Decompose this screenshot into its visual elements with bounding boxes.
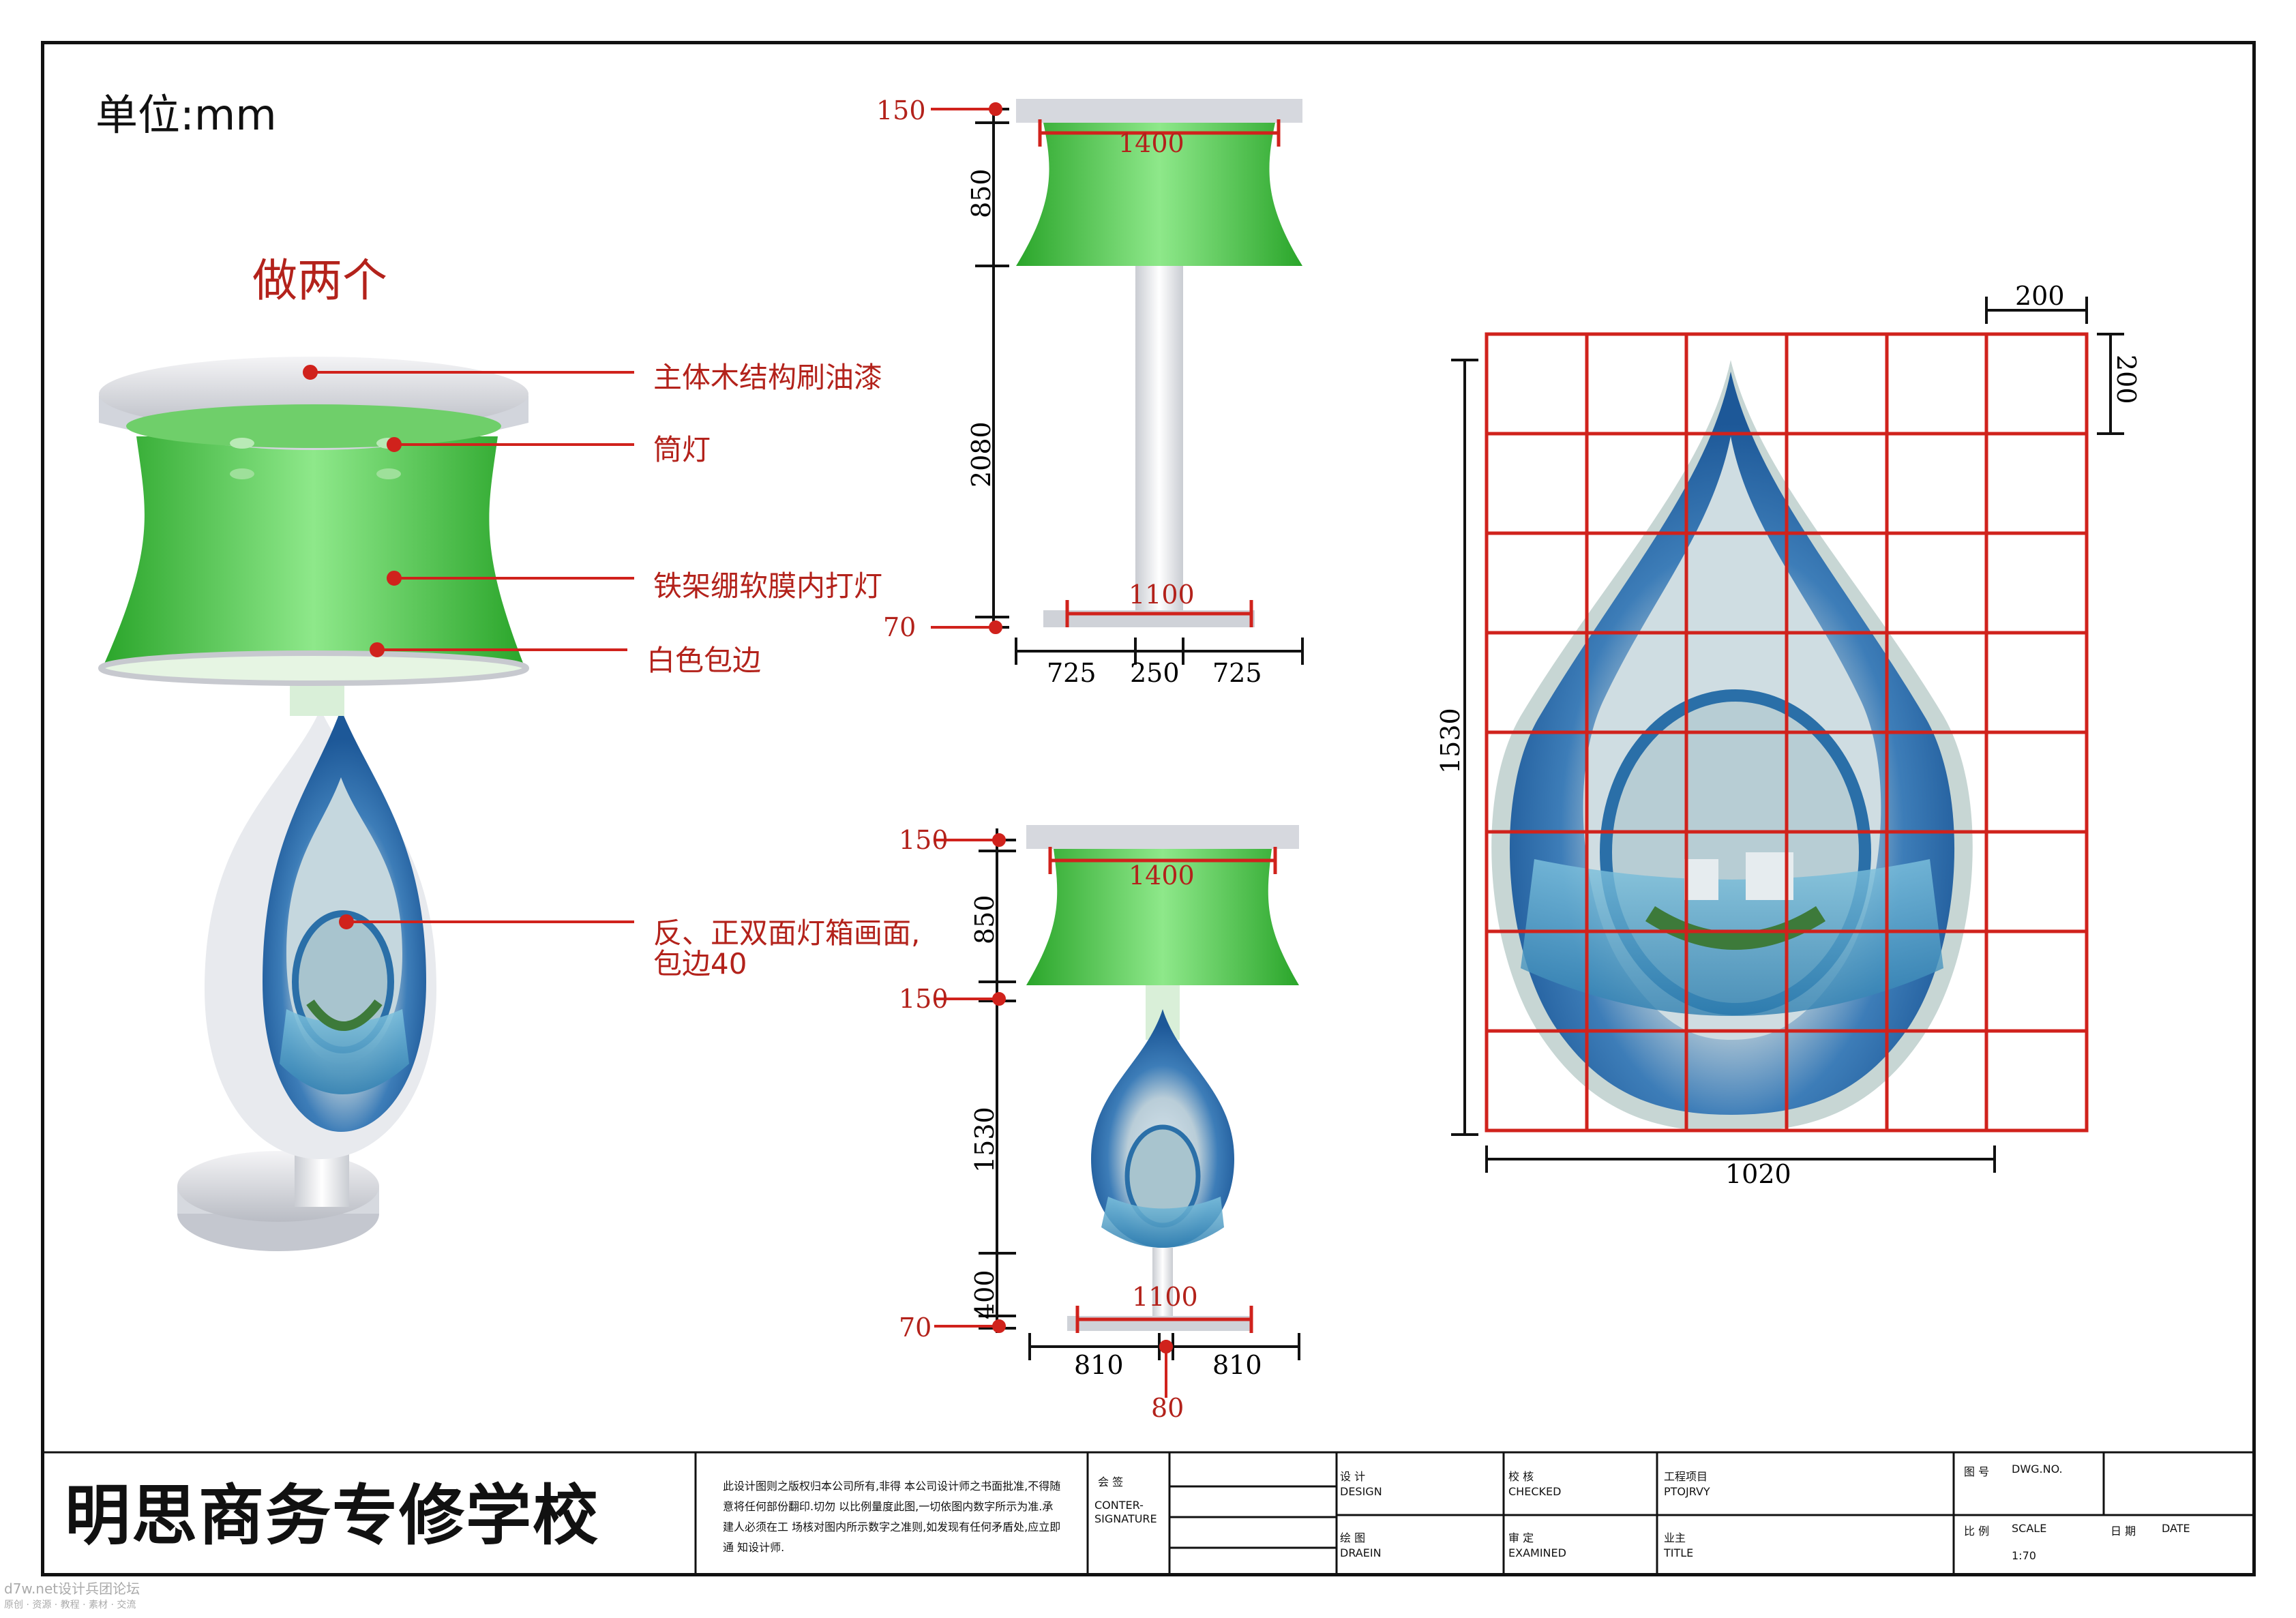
dim-top-725-right: 725 [1212,658,1262,688]
dim-top-2080: 2080 [966,421,996,488]
dim-top-725-left: 725 [1047,658,1097,688]
tb-countersign-cn: 会 签 [1098,1475,1124,1488]
dim-bot-150-mid: 150 [899,984,949,1014]
tb-scale-cn: 比 例 [1964,1525,1990,1538]
dim-bot-400: 400 [970,1270,1000,1319]
tb-dwg-cn: 图 号 [1964,1465,1990,1478]
unit-label: 单位:mm [95,90,277,140]
make-two-note: 做两个 [252,254,387,307]
school-name: 明思商务专修学校 [65,1478,599,1554]
tb-scale-en: SCALE [2012,1522,2047,1535]
tb-checked-en: CHECKED [1508,1485,1562,1498]
copyright-note: 此设计图则之版权归本公司所有,非得 本公司设计师之书面批准,不得随意将任何部份翻… [723,1480,1061,1554]
tb-date-en: DATE [2162,1522,2190,1535]
tb-project-en: PTOJRVY [1664,1485,1710,1498]
tb-drawn-en: DRAEIN [1340,1546,1382,1559]
tb-project-cn: 工程项目 [1664,1470,1708,1483]
dim-bot-80: 80 [1151,1393,1184,1423]
tb-scale-value: 1:70 [2012,1549,2036,1562]
tb-owner-en: TITLE [1664,1546,1694,1559]
elevation-top [931,99,1304,665]
watermark-line1: d7w.net设计兵团论坛 [4,1580,140,1597]
tb-drawn-cn: 绘 图 [1340,1531,1366,1544]
dim-bot-1530: 1530 [970,1107,1000,1173]
dim-bot-70: 70 [899,1313,932,1343]
dim-bot-width-1100: 1100 [1132,1282,1198,1312]
tb-design-en: DESIGN [1340,1485,1382,1498]
callout-frame-film: 铁架绷软膜内打灯 [653,569,883,603]
watermark-line2: 原创 · 资源 · 教程 · 素材 · 交流 [4,1600,136,1610]
panel-grid [1485,332,2089,1133]
tb-date-cn: 日 期 [2111,1525,2136,1538]
tb-examined-en: EXAMINED [1508,1546,1566,1559]
dim-bot-810-right: 810 [1212,1350,1262,1380]
tb-examined-cn: 审 定 [1508,1531,1534,1544]
dim-panel-1530: 1530 [1435,708,1465,774]
callout-lightbox-line2: 包边40 [653,947,747,980]
tb-design-cn: 设 计 [1340,1470,1366,1483]
dim-top-width-1100: 1100 [1129,580,1195,610]
panel-drop-art [1491,360,1973,1132]
dim-grid-200-v: 200 [2111,355,2141,404]
callout-lightbox-line1: 反、正双面灯箱画面, [653,916,921,950]
dim-bot-width-1400: 1400 [1129,860,1195,890]
dim-grid-200-h: 200 [2015,281,2065,311]
callout-wood-structure: 主体木结构刷油漆 [653,361,883,394]
callout-white-edge: 白色包边 [646,644,762,677]
tb-dwg-en: DWG.NO. [2012,1463,2063,1475]
callout-leaders [303,365,634,929]
perspective-lamp [98,357,529,1251]
title-block-lines [41,1451,2256,1576]
callout-downlight: 筒灯 [653,433,711,466]
dim-top-250: 250 [1130,658,1180,688]
drawing-frame [41,41,2256,1576]
tb-owner-cn: 业主 [1664,1531,1686,1544]
dim-top-70: 70 [883,612,916,642]
watermark: d7w.net设计兵团论坛 原创 · 资源 · 教程 · 素材 · 交流 [4,1580,140,1613]
dim-panel-1020: 1020 [1725,1159,1791,1189]
dim-top-width-1400: 1400 [1118,128,1184,158]
tb-countersign-en: CONTER-SIGNATURE [1094,1499,1157,1525]
dim-bot-150-top: 150 [899,825,949,855]
dim-bot-810-left: 810 [1074,1350,1124,1380]
elevation-bottom [934,825,1300,1398]
dim-top-150: 150 [876,95,926,125]
dim-top-850: 850 [966,168,996,218]
dim-bot-850: 850 [970,895,1000,944]
tb-checked-cn: 校 核 [1508,1470,1534,1483]
panel-dims [1451,297,2124,1173]
